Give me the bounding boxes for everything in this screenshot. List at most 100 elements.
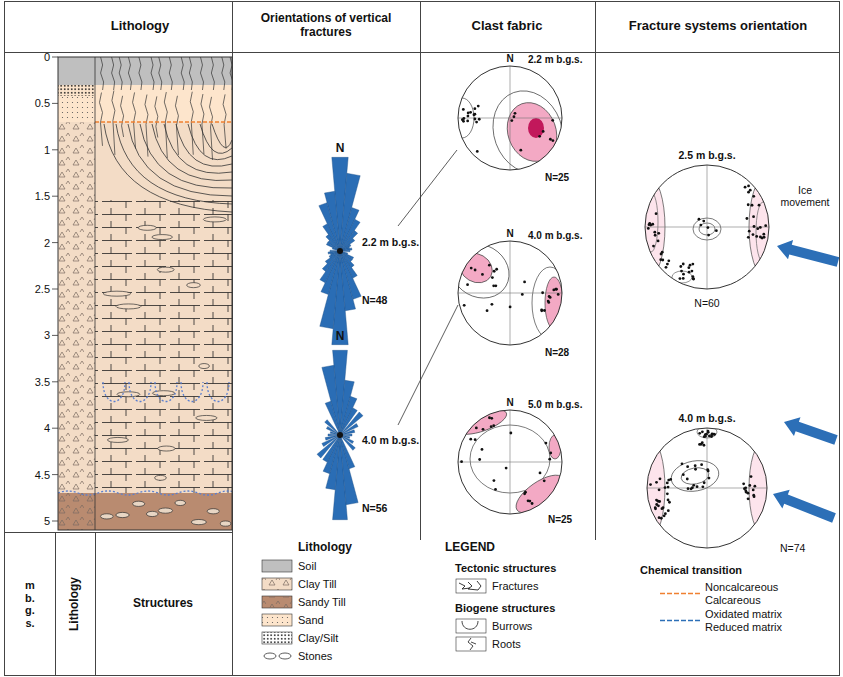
north-mark: N bbox=[506, 53, 513, 65]
depth-label: 5.0 m b.g.s. bbox=[528, 399, 582, 411]
burrow bbox=[207, 382, 229, 402]
data-point bbox=[555, 288, 558, 291]
rose-petal bbox=[340, 435, 355, 450]
depth-tick-label: 1.5 bbox=[35, 190, 50, 203]
data-point bbox=[698, 443, 701, 446]
density-contour bbox=[441, 233, 519, 308]
data-point bbox=[748, 230, 751, 233]
data-point bbox=[764, 224, 767, 227]
data-point bbox=[469, 438, 472, 441]
data-point bbox=[655, 212, 658, 215]
data-point bbox=[692, 278, 695, 281]
depth-tick bbox=[52, 196, 58, 197]
data-point bbox=[470, 267, 473, 270]
data-point bbox=[666, 263, 669, 266]
depth-tick-label: 2 bbox=[44, 236, 50, 249]
data-point bbox=[744, 486, 747, 489]
leader-line bbox=[398, 150, 457, 226]
data-point bbox=[698, 218, 701, 221]
legend-swatch bbox=[262, 578, 292, 590]
root-trace bbox=[181, 57, 184, 90]
data-point bbox=[687, 487, 690, 490]
data-point bbox=[505, 467, 508, 470]
ice-flow-arrow bbox=[773, 490, 836, 523]
sand-lens bbox=[138, 225, 156, 230]
bedding-curve bbox=[128, 124, 232, 196]
burrow bbox=[103, 382, 125, 402]
data-point bbox=[488, 264, 491, 267]
density-contour bbox=[528, 118, 544, 138]
vertical-fracture bbox=[175, 96, 178, 155]
data-point bbox=[494, 488, 497, 491]
data-point bbox=[467, 115, 470, 118]
data-point bbox=[659, 258, 662, 261]
data-point bbox=[682, 273, 685, 276]
data-point bbox=[755, 235, 758, 238]
data-point bbox=[747, 236, 750, 239]
legend-pattern bbox=[262, 596, 292, 608]
data-point bbox=[663, 514, 666, 517]
rose-petal bbox=[322, 365, 340, 435]
sand-lens bbox=[107, 437, 128, 442]
data-point bbox=[551, 139, 554, 142]
data-point bbox=[662, 506, 665, 509]
net-axis bbox=[707, 428, 708, 548]
legend-text: Calcareous bbox=[705, 594, 761, 607]
rose-petal bbox=[340, 412, 363, 435]
data-point bbox=[747, 497, 750, 500]
data-point bbox=[540, 308, 543, 311]
data-point bbox=[474, 269, 477, 272]
data-point bbox=[745, 491, 748, 494]
legend-text: Burrows bbox=[492, 620, 532, 633]
data-point bbox=[694, 464, 697, 467]
rect-shape bbox=[95, 200, 232, 493]
sample-count: N=25 bbox=[548, 514, 572, 526]
vertical-fracture bbox=[164, 92, 167, 158]
data-point bbox=[752, 489, 755, 492]
data-point bbox=[713, 433, 716, 436]
density-contour bbox=[499, 96, 565, 169]
depth-tick-label: 1 bbox=[44, 143, 50, 156]
circle-shape bbox=[647, 428, 767, 548]
stone bbox=[116, 512, 129, 517]
rose-petal bbox=[323, 224, 340, 251]
data-point bbox=[752, 233, 755, 236]
data-point bbox=[747, 203, 750, 206]
vertical-fracture bbox=[190, 92, 193, 155]
data-point bbox=[653, 231, 656, 234]
data-point bbox=[654, 507, 657, 510]
rose-petal bbox=[340, 435, 355, 469]
legend-line bbox=[660, 593, 700, 595]
bedding-curve bbox=[140, 124, 232, 188]
depth-tick-label: 4 bbox=[44, 422, 50, 435]
data-point bbox=[758, 204, 761, 207]
column-header: Lithology bbox=[111, 19, 170, 34]
rose-petal bbox=[319, 203, 340, 251]
data-point bbox=[490, 425, 493, 428]
data-point bbox=[475, 427, 478, 430]
density-contour bbox=[510, 468, 570, 520]
rose-diagram bbox=[317, 350, 363, 519]
rose-diagram bbox=[319, 157, 361, 344]
data-point bbox=[481, 273, 484, 276]
data-point bbox=[461, 118, 464, 121]
sand-lens bbox=[116, 304, 141, 309]
north-mark: N bbox=[506, 228, 513, 240]
data-point bbox=[666, 481, 669, 484]
data-point bbox=[549, 452, 552, 455]
leader-line bbox=[398, 305, 458, 425]
rose-center bbox=[337, 248, 343, 254]
legend-pattern bbox=[262, 632, 292, 644]
north-mark: N bbox=[336, 142, 345, 156]
data-point bbox=[679, 277, 682, 280]
data-point bbox=[713, 433, 716, 436]
data-point bbox=[746, 217, 749, 220]
depth-tick bbox=[52, 149, 58, 150]
data-point bbox=[655, 481, 658, 484]
data-point bbox=[492, 284, 495, 287]
circle-shape bbox=[645, 165, 769, 289]
data-point bbox=[715, 229, 718, 232]
rect-shape bbox=[58, 96, 95, 122]
depth-label: 2.5 m b.g.s. bbox=[678, 149, 735, 161]
bedding-curve bbox=[152, 124, 232, 181]
